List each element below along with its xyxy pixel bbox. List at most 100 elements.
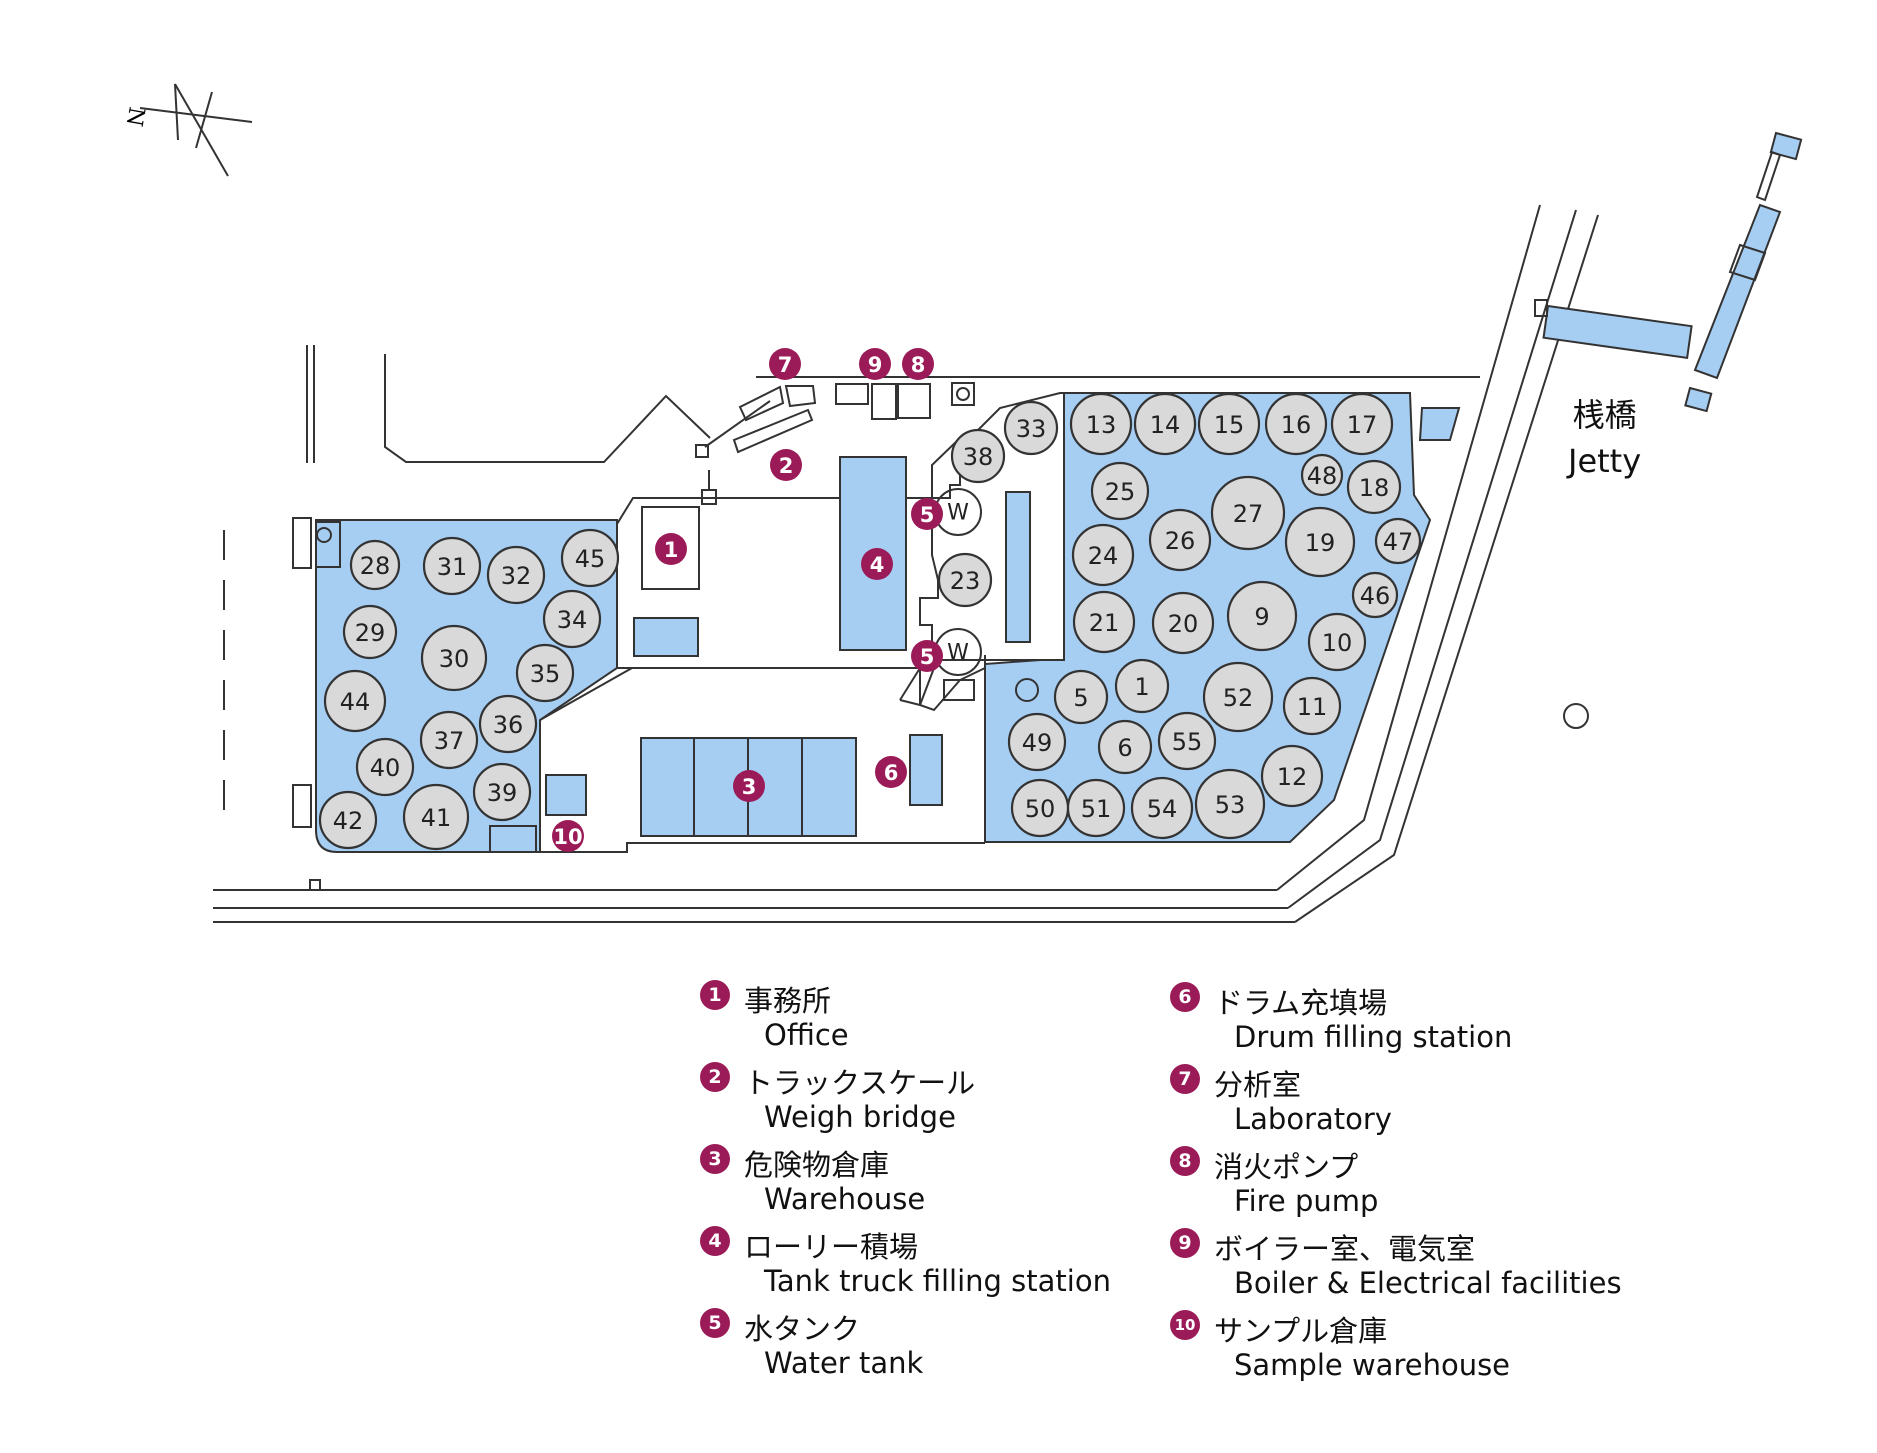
tank-label: 16 bbox=[1281, 411, 1312, 439]
tank-circle bbox=[318, 790, 378, 850]
tank-28: 28 bbox=[349, 539, 401, 591]
tank-34: 34 bbox=[542, 589, 602, 649]
legend-label-en: Boiler & Electrical facilities bbox=[1234, 1266, 1622, 1300]
tank-label: 45 bbox=[575, 545, 606, 573]
facility-marker-8: 8 bbox=[902, 348, 934, 380]
tank-label: 14 bbox=[1150, 411, 1181, 439]
legend-label-jp: ドラム充填場 bbox=[1214, 986, 1388, 1020]
facility-marker-label: 7 bbox=[778, 353, 793, 377]
tank-39: 39 bbox=[472, 762, 532, 822]
tank-circle bbox=[402, 783, 470, 851]
tank-16: 16 bbox=[1264, 392, 1328, 456]
tank-label: 36 bbox=[493, 711, 524, 739]
tank-label: 44 bbox=[340, 688, 371, 716]
legend-label-en: Warehouse bbox=[764, 1182, 926, 1216]
legend-label-jp: 水タンク bbox=[744, 1312, 861, 1346]
tank-label: 27 bbox=[1233, 500, 1264, 528]
facility-marker-label: 10 bbox=[553, 825, 582, 849]
tank-label: 48 bbox=[1307, 462, 1338, 490]
tank-18: 18 bbox=[1346, 459, 1402, 515]
legend-label-jp: 消火ポンプ bbox=[1214, 1150, 1359, 1184]
tank-29: 29 bbox=[342, 604, 398, 660]
jetty-structure bbox=[1534, 131, 1803, 413]
building-3-d bbox=[801, 737, 857, 837]
facility-marker-4: 4 bbox=[861, 548, 893, 580]
tank-circle bbox=[950, 428, 1006, 484]
tank-circle bbox=[1151, 591, 1215, 655]
legend-label-jp: サンプル倉庫 bbox=[1214, 1314, 1388, 1348]
tank-label: 39 bbox=[487, 779, 518, 807]
tank-label: 20 bbox=[1168, 610, 1199, 638]
tank-26: 26 bbox=[1148, 508, 1212, 572]
tank-47: 47 bbox=[1374, 517, 1422, 565]
legend-badge: 3 bbox=[700, 1144, 730, 1174]
tank-circle bbox=[1130, 776, 1194, 840]
legend-label-en: Drum filling station bbox=[1234, 1020, 1513, 1054]
tank-label: 53 bbox=[1215, 791, 1246, 819]
tank-circle bbox=[1282, 676, 1342, 736]
facility-marker-label: 2 bbox=[779, 454, 794, 478]
facility-marker-label: 5 bbox=[920, 645, 935, 669]
tank-label: 42 bbox=[333, 807, 364, 835]
tank-circle bbox=[355, 737, 415, 797]
legend-label-jp: トラックスケール bbox=[744, 1066, 976, 1100]
tank-54: 54 bbox=[1130, 776, 1194, 840]
tank-circle bbox=[1053, 669, 1109, 725]
tank-circle bbox=[1194, 768, 1266, 840]
tank-27: 27 bbox=[1210, 475, 1286, 551]
facility-marker-circle bbox=[875, 756, 907, 788]
facility-marker-label: 6 bbox=[884, 761, 899, 785]
west-small-building bbox=[489, 825, 537, 853]
tank-circle bbox=[1157, 711, 1217, 771]
svg-text:W: W bbox=[947, 501, 969, 526]
tank-circle bbox=[1300, 453, 1344, 497]
tank-circle bbox=[1330, 392, 1394, 456]
legend-badge: 9 bbox=[1170, 1228, 1200, 1258]
tank-51: 51 bbox=[1066, 778, 1126, 838]
legend-badge: 6 bbox=[1170, 982, 1200, 1012]
facility-marker-2: 2 bbox=[770, 449, 802, 481]
tank-circle bbox=[1114, 658, 1170, 714]
legend-badge: 2 bbox=[700, 1062, 730, 1092]
tank-label: 21 bbox=[1089, 609, 1120, 637]
tank-circle bbox=[1148, 508, 1212, 572]
tank-label: 10 bbox=[1322, 629, 1353, 657]
tank-label: 9 bbox=[1254, 603, 1269, 631]
tank-6: 6 bbox=[1097, 719, 1153, 775]
tank-circle bbox=[419, 710, 479, 770]
tank-19: 19 bbox=[1284, 506, 1356, 578]
tank-32: 32 bbox=[486, 545, 546, 605]
tank-circle bbox=[1069, 392, 1133, 456]
tank-circle bbox=[1260, 744, 1324, 808]
tank-circle bbox=[486, 545, 546, 605]
building-6 bbox=[909, 734, 943, 806]
facility-marker-circle bbox=[769, 348, 801, 380]
tank-17: 17 bbox=[1330, 392, 1394, 456]
facility-marker-circle bbox=[859, 348, 891, 380]
tank-label: 15 bbox=[1214, 411, 1245, 439]
legend-badge: 7 bbox=[1170, 1064, 1200, 1094]
tank-circle bbox=[472, 762, 532, 822]
tank-20: 20 bbox=[1151, 591, 1215, 655]
tank-label: 50 bbox=[1025, 795, 1056, 823]
tank-label: 47 bbox=[1383, 528, 1414, 556]
office-annex bbox=[633, 617, 699, 657]
tank-24: 24 bbox=[1071, 523, 1135, 587]
tank-label: 30 bbox=[439, 645, 470, 673]
tank-50: 50 bbox=[1010, 778, 1070, 838]
tank-30: 30 bbox=[420, 624, 488, 692]
facility-marker-label: 5 bbox=[920, 503, 935, 527]
building-1 bbox=[641, 506, 700, 590]
tank-52: 52 bbox=[1202, 661, 1274, 733]
tank-37: 37 bbox=[419, 710, 479, 770]
tank-circle bbox=[1226, 580, 1298, 652]
tank-circle bbox=[515, 643, 575, 703]
tank-33: 33 bbox=[1003, 400, 1059, 456]
tank-circle bbox=[1007, 712, 1067, 772]
tank-13: 13 bbox=[1069, 392, 1133, 456]
tank-40: 40 bbox=[355, 737, 415, 797]
tank-44: 44 bbox=[323, 669, 387, 733]
legend-badge: 5 bbox=[700, 1308, 730, 1338]
tank-circle bbox=[422, 536, 482, 596]
